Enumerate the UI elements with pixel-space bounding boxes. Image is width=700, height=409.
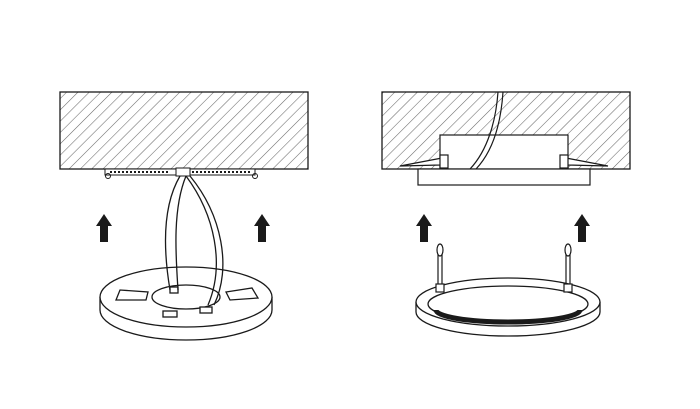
left-panel-surface-mount <box>59 91 309 341</box>
right-spring-clip-right-icon <box>559 154 609 169</box>
left-up-arrow-icon <box>416 214 432 242</box>
right-up-arrow-icon <box>574 214 590 242</box>
right-installed-panel <box>417 168 591 186</box>
right-panel-recessed-mount <box>381 91 631 337</box>
left-ceiling-hatched-block <box>59 91 309 170</box>
right-up-arrow-icon <box>254 214 270 242</box>
right-raised-spring-clip-right-icon <box>563 243 573 293</box>
right-raised-spring-clip-left-icon <box>435 243 445 293</box>
left-ring-base-fixture <box>99 266 273 341</box>
right-power-cable-icon <box>469 91 504 170</box>
left-power-cable-icon <box>164 175 224 306</box>
left-mounting-plate <box>104 167 258 179</box>
left-up-arrow-icon <box>96 214 112 242</box>
right-ceiling-cutout <box>439 134 569 170</box>
right-spring-clip-left-icon <box>399 154 449 169</box>
right-round-panel-fixture <box>415 277 601 337</box>
